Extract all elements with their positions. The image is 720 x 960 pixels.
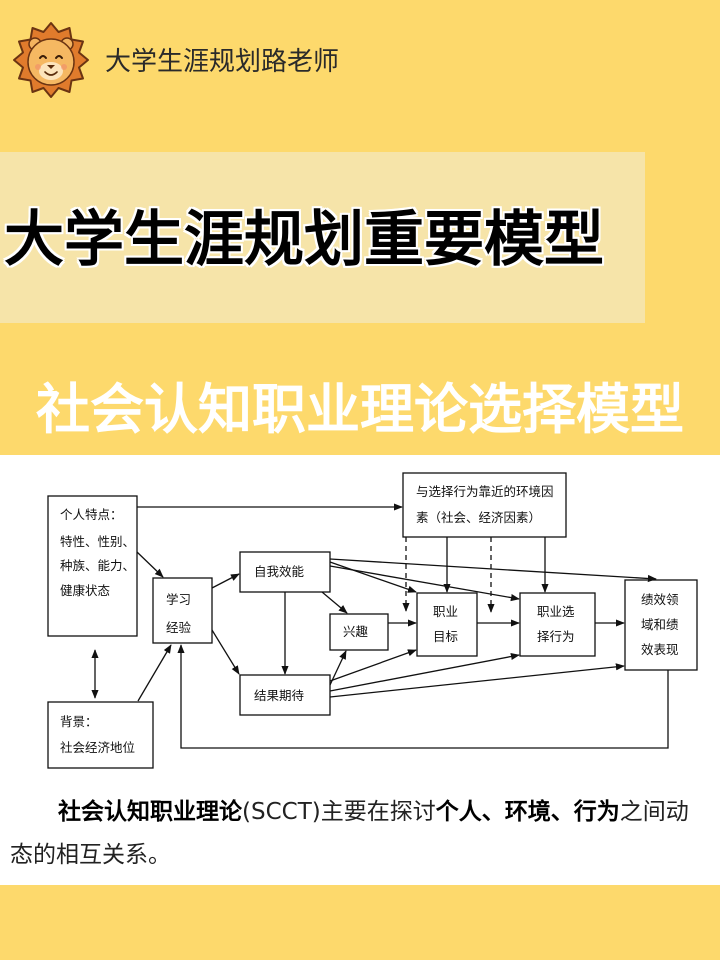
node-learning-experience: 学习 经验 (152, 577, 213, 644)
node-label-line: 绩效领 (641, 592, 679, 607)
lion-mouth (44, 71, 58, 76)
node-label-line: 域和绩 (641, 617, 679, 632)
node-performance: 绩效领 域和绩 效表现 (624, 579, 698, 671)
node-label-line: 自我效能 (254, 564, 305, 579)
arrow-performance-feedback-to-learning (177, 644, 669, 749)
node-career-choice: 职业选 择行为 (519, 592, 596, 657)
description-text: (SCCT)主要在探讨 (242, 799, 436, 825)
node-label-line: 兴趣 (343, 624, 369, 639)
node-box (47, 701, 154, 769)
node-environment: 与选择行为靠近的环境因 素（社会、经济因素） (402, 472, 567, 538)
arrow-learning-to-outcome (211, 629, 240, 675)
description-emphasis: 个人、环境、行为 (435, 799, 620, 825)
node-label-line: 职业 (433, 604, 458, 619)
subtitle: 社会认知职业理论选择模型 (36, 378, 684, 441)
lion-cheek-right (61, 64, 67, 70)
node-label-line: 种族、能力、 (60, 558, 135, 573)
node-career-goals: 职业 目标 (416, 592, 478, 657)
node-label-line: 健康状态 (60, 583, 110, 598)
node-label-line: 素（社会、经济因素） (416, 510, 541, 525)
node-box (416, 592, 478, 657)
node-self-efficacy: 自我效能 (239, 551, 331, 593)
node-label-line: 效表现 (641, 642, 679, 657)
content-panel: 个人特点： 特性、性别、 种族、能力、 健康状态 背景： 社会经济地位 学习 经… (0, 455, 720, 885)
node-box (47, 495, 138, 637)
arrow-background-to-learning (137, 644, 172, 702)
node-label-line: 个人特点： (60, 507, 123, 522)
description-emphasis: 社会认知职业理论 (58, 799, 242, 825)
arrow-outcome-to-goals (329, 649, 417, 682)
arrow-self-efficacy-to-performance (329, 558, 657, 583)
lion-avatar-icon (13, 22, 89, 98)
arrow-self-efficacy-to-choice (329, 565, 520, 602)
node-box (329, 613, 389, 651)
lion-nose (47, 65, 55, 69)
arrow-outcome-to-interests (329, 650, 347, 686)
arrow-outcome-to-choice (329, 652, 520, 692)
lion-cheek-left (35, 64, 41, 70)
title-band: 大学生涯规划重要模型 (0, 152, 645, 323)
arrow-self-efficacy-to-goals (329, 561, 417, 593)
description: 社会认知职业理论(SCCT)主要在探讨个人、环境、行为之间动态的相互关系。 (10, 791, 700, 877)
arrow-outcome-to-performance (329, 663, 625, 698)
node-label-line: 目标 (433, 629, 458, 644)
node-box (519, 592, 596, 657)
node-label-line: 社会经济地位 (60, 740, 135, 755)
node-box (239, 551, 331, 593)
node-label-line: 学习 (166, 592, 191, 607)
arrow-self-efficacy-to-interests (321, 591, 348, 614)
node-label-line: 特性、性别、 (60, 534, 135, 549)
arrow-learning-to-self-efficacy (211, 573, 240, 589)
scct-diagram: 个人特点： 特性、性别、 种族、能力、 健康状态 背景： 社会经济地位 学习 经… (47, 472, 698, 769)
lion-eye-left (39, 55, 47, 59)
node-label-line: 结果期待 (254, 688, 305, 703)
node-label-line: 背景： (60, 714, 98, 729)
lion-eye-right (55, 55, 63, 59)
node-box (239, 674, 331, 716)
arrow-personal-to-learning (136, 551, 164, 578)
node-box (402, 472, 567, 538)
node-interests: 兴趣 (329, 613, 389, 651)
page-title: 大学生涯规划重要模型 (4, 205, 604, 275)
lion-muzzle (39, 62, 63, 80)
node-background: 背景： 社会经济地位 (47, 701, 154, 769)
node-personal-traits: 个人特点： 特性、性别、 种族、能力、 健康状态 (47, 495, 138, 637)
node-outcome-expectations: 结果期待 (239, 674, 331, 716)
node-label-line: 经验 (166, 620, 192, 635)
node-label-line: 与选择行为靠近的环境因 (416, 484, 554, 499)
description-text: 之间动态的相互关系。 (10, 799, 689, 868)
node-label-line: 择行为 (537, 629, 575, 644)
author-name: 大学生涯规划路老师 (105, 47, 340, 77)
node-label-line: 职业选 (537, 604, 575, 619)
node-box (624, 579, 698, 671)
node-box (152, 577, 213, 644)
